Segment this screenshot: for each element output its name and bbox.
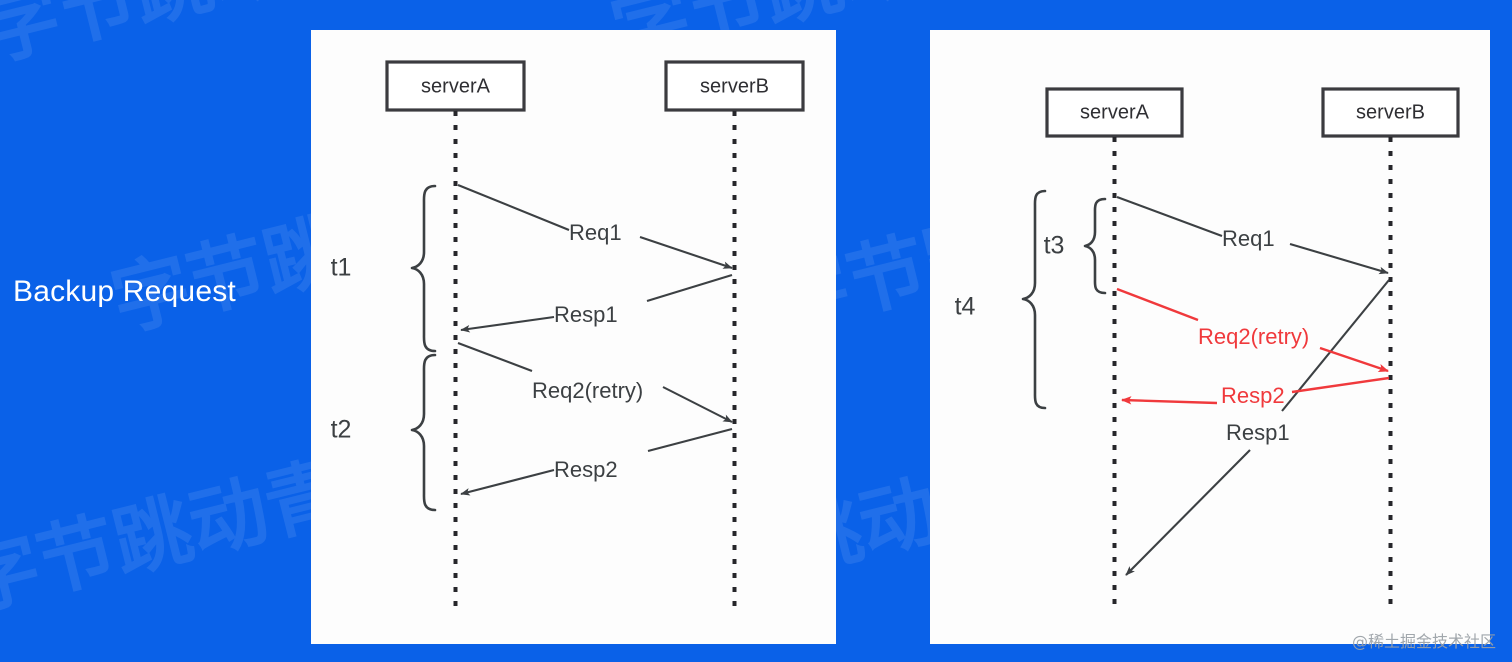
right-serverB-box <box>1321 87 1460 138</box>
right-participant-serverB: serverB <box>1321 87 1460 612</box>
right-serverA-box <box>1045 87 1184 138</box>
left-message-req2-label: Req2(retry) <box>532 378 643 403</box>
right-participant-serverA: serverA <box>1045 87 1184 612</box>
right-interval-t3: t3 <box>1044 197 1107 295</box>
left-message-resp2: Resp2 <box>460 427 733 496</box>
diagram-panel-right: serverA serverB Req1 Resp1 <box>930 30 1490 644</box>
right-message-req2: Req2(retry) <box>1116 287 1389 373</box>
left-message-resp1-label: Resp1 <box>554 302 618 327</box>
left-message-req1-label: Req1 <box>569 220 622 245</box>
credit-watermark: @稀土掘金技术社区 <box>1351 632 1496 651</box>
left-message-req1: Req1 <box>457 184 733 269</box>
right-message-resp1: Resp1 <box>1125 279 1390 576</box>
left-serverB-box <box>664 60 805 112</box>
left-serverA-box <box>385 60 526 112</box>
right-message-req1: Req1 <box>1116 196 1389 275</box>
right-serverB-label: serverB <box>1356 101 1425 123</box>
left-interval-t1-label: t1 <box>331 254 352 282</box>
left-serverA-label: serverA <box>421 75 491 97</box>
right-message-req2-label: Req2(retry) <box>1198 324 1309 349</box>
right-interval-t4: t4 <box>955 189 1047 410</box>
left-participant-serverA: serverA <box>385 60 526 612</box>
right-serverA-label: serverA <box>1080 101 1150 123</box>
diagram-panel-left: serverA serverB Req1 Resp1 <box>311 30 836 644</box>
page-title: Backup Request <box>13 275 236 308</box>
right-message-resp1-label: Resp1 <box>1226 420 1290 445</box>
left-serverB-label: serverB <box>700 75 769 97</box>
right-message-resp2: Resp2 <box>1121 376 1390 408</box>
right-interval-t3-label: t3 <box>1044 232 1065 260</box>
left-message-req2: Req2(retry) <box>457 342 733 423</box>
right-message-resp2-label: Resp2 <box>1221 383 1285 408</box>
left-interval-t2-label: t2 <box>331 416 352 444</box>
right-interval-t4-label: t4 <box>955 293 976 321</box>
left-message-resp1: Resp1 <box>460 273 733 333</box>
right-message-req1-label: Req1 <box>1222 226 1275 251</box>
left-message-resp2-label: Resp2 <box>554 457 618 482</box>
left-participant-serverB: serverB <box>664 60 805 612</box>
left-interval-t1: t1 <box>331 184 437 353</box>
left-interval-t2: t2 <box>331 353 437 512</box>
